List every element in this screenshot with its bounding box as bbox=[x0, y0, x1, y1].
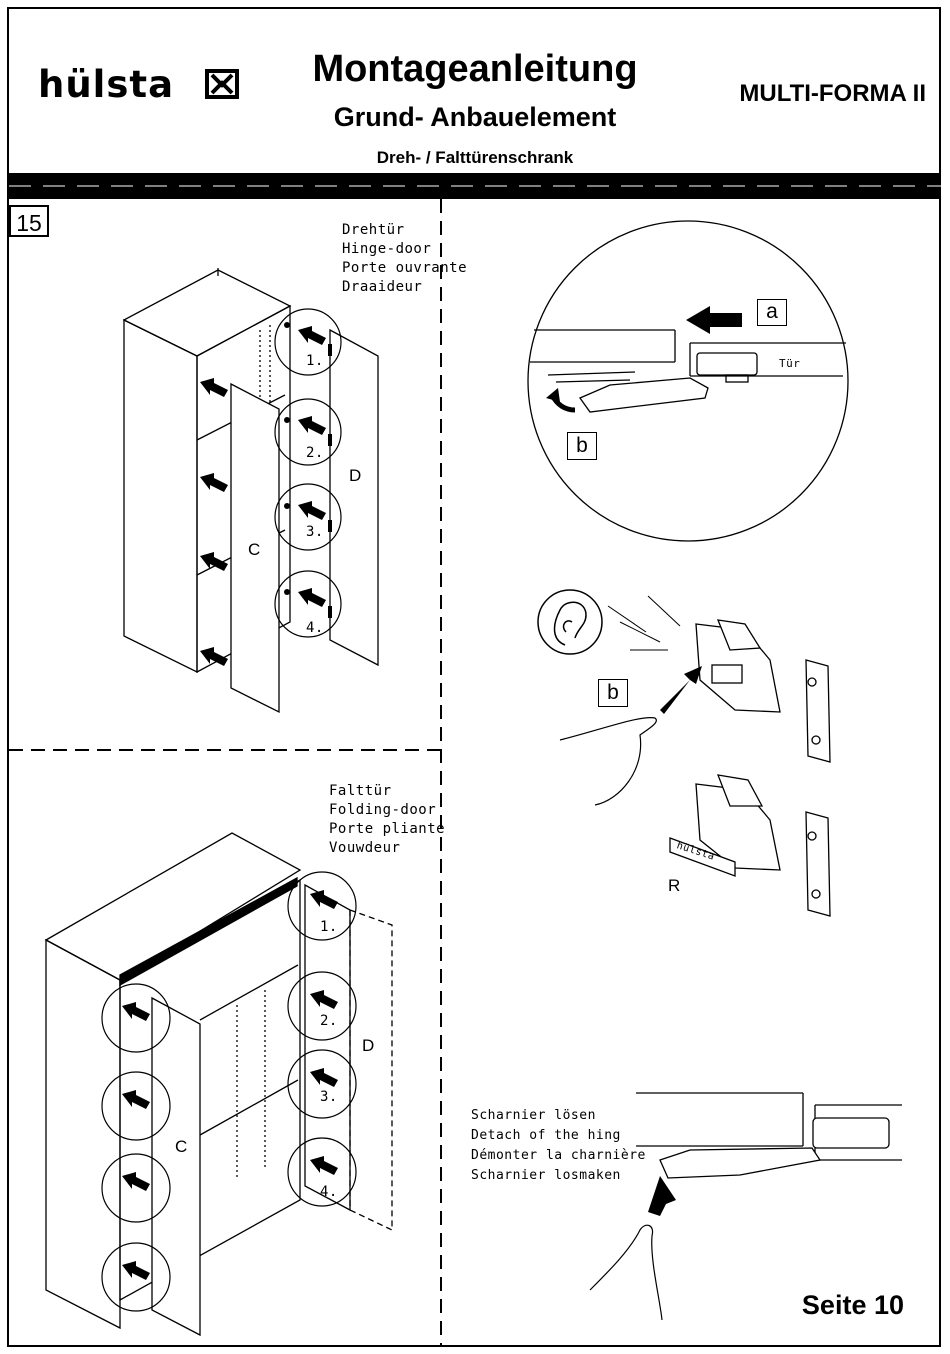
door-c-label: C bbox=[248, 540, 261, 559]
page-subtitle: Grund- Anbauelement bbox=[333, 102, 617, 132]
callout-b: b bbox=[567, 432, 597, 460]
label-en: Hinge-door bbox=[342, 241, 432, 257]
step-number: 15 bbox=[9, 205, 49, 237]
cabinet-type: Dreh- / Falttürenschrank bbox=[376, 148, 574, 167]
brand-logo: hülsta bbox=[38, 63, 175, 106]
label-fr: Porte ouvrante bbox=[342, 260, 468, 276]
label-de: Drehtür bbox=[342, 222, 405, 238]
hinge-door-cabinet bbox=[122, 268, 379, 714]
page-number: Seite 10 bbox=[801, 1290, 904, 1320]
door-c-label: C bbox=[175, 1137, 188, 1156]
hinge-closeup-2 bbox=[669, 774, 831, 917]
step-label-3: 3. bbox=[306, 524, 324, 540]
arrow-a-icon bbox=[686, 306, 742, 334]
step-label-2: 2. bbox=[306, 445, 324, 461]
folding-circles-right bbox=[287, 871, 357, 1207]
door-d-label: D bbox=[349, 466, 362, 485]
callout-b: b bbox=[598, 679, 628, 707]
step-label-4: 4. bbox=[320, 1184, 338, 1200]
door-d-label: D bbox=[362, 1036, 375, 1055]
detail-circle bbox=[527, 220, 849, 542]
hinge-door-labels: Drehtür Hinge-door Porte ouvrante Draaid… bbox=[342, 221, 467, 297]
hinge-r-label: R bbox=[668, 876, 681, 895]
hinge-closeup-1 bbox=[695, 619, 831, 763]
label-nl: Scharnier losmaken bbox=[471, 1168, 621, 1183]
ear-icon bbox=[537, 589, 603, 655]
label-de: Falttür bbox=[329, 783, 392, 799]
step-label-3: 3. bbox=[320, 1089, 338, 1105]
label-nl: Vouwdeur bbox=[329, 840, 401, 856]
step-label-1: 1. bbox=[306, 353, 324, 369]
folding-arrows bbox=[122, 890, 338, 1280]
push-arrow-icon bbox=[660, 666, 702, 714]
brand-mark-icon bbox=[205, 69, 239, 99]
step-label-4: 4. bbox=[306, 620, 324, 636]
label-nl: Draaideur bbox=[342, 279, 423, 295]
hinge-arrows-left bbox=[200, 378, 228, 666]
step-label-2: 2. bbox=[320, 1013, 338, 1029]
label-en: Folding-door bbox=[329, 802, 437, 818]
sound-lines bbox=[607, 595, 681, 651]
label-de: Scharnier lösen bbox=[471, 1108, 596, 1123]
label-en: Detach of the hing bbox=[471, 1128, 621, 1143]
label-fr: Porte pliante bbox=[329, 821, 446, 837]
door-label: Tür bbox=[779, 357, 801, 370]
page-title: Montageanleitung bbox=[312, 48, 638, 90]
folding-circles-left bbox=[101, 983, 171, 1312]
detach-labels: Scharnier lösen Detach of the hing Démon… bbox=[471, 1106, 646, 1186]
detach-arrow-icon bbox=[648, 1176, 676, 1216]
callout-a: a bbox=[757, 299, 787, 326]
label-fr: Démonter la charnière bbox=[471, 1148, 646, 1163]
folding-door-cabinet bbox=[44, 832, 393, 1337]
hinge-circles-top bbox=[274, 308, 342, 638]
step-label-1: 1. bbox=[320, 919, 338, 935]
hinge-arrows-top bbox=[284, 322, 332, 618]
detach-drawing bbox=[636, 1092, 902, 1179]
finger-1-icon bbox=[559, 717, 657, 806]
page-frame bbox=[7, 7, 941, 1347]
model-name: MULTI-FORMA II bbox=[739, 80, 926, 107]
finger-2-icon bbox=[589, 1224, 663, 1321]
folding-door-labels: Falttür Folding-door Porte pliante Vouwd… bbox=[329, 782, 445, 858]
